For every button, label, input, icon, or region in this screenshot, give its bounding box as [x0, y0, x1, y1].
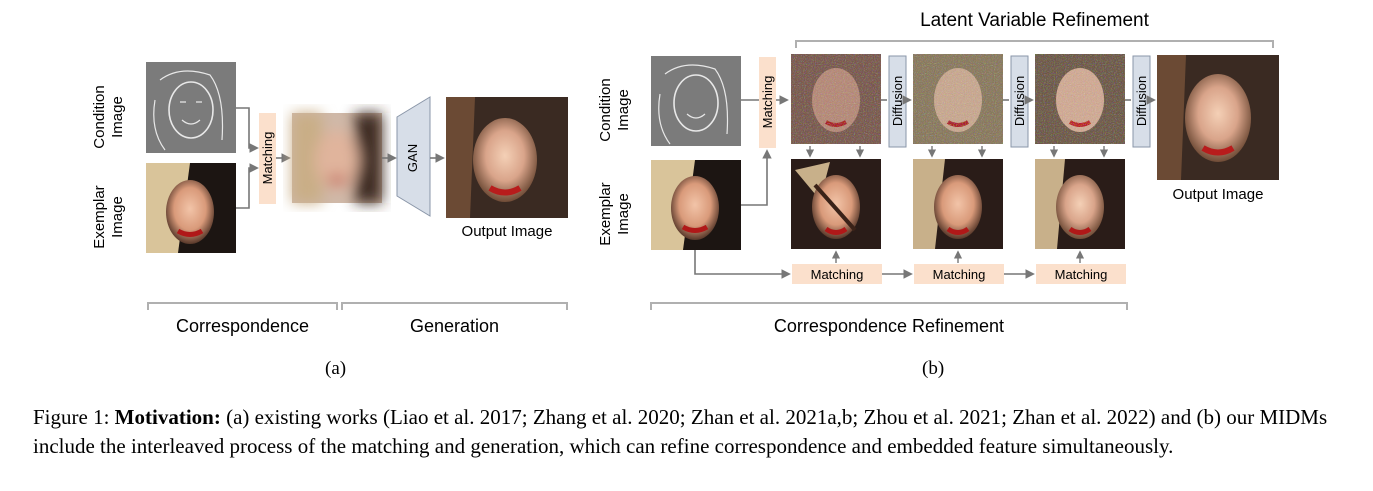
figure-caption: Figure 1: Motivation: (a) existing works…	[33, 403, 1348, 461]
diffusion-label-2: Diffusion	[1012, 76, 1027, 126]
condition-image-a	[146, 62, 236, 153]
caption-bold: Motivation:	[114, 405, 221, 429]
diffusion-label-1: Diffusion	[890, 76, 905, 126]
noisy-latent-1	[791, 54, 881, 144]
bracket-correspondence-a	[147, 302, 338, 310]
bracket-generation-a	[341, 302, 568, 310]
noisy-latent-2	[913, 54, 1003, 144]
matching-bottom-label-2: Matching	[933, 267, 986, 282]
matching-block-a	[259, 113, 276, 204]
exemplar-image-a	[146, 163, 236, 253]
gan-block	[396, 96, 431, 217]
diffusion-label-3: Diffusion	[1134, 76, 1149, 126]
matching-block-bottom-2	[914, 264, 1004, 284]
exemplar-image-b	[651, 160, 741, 250]
bracket-correspondence-refinement	[650, 302, 1128, 310]
output-image-a	[446, 97, 568, 218]
matching-bottom-label-3: Matching	[1055, 267, 1108, 282]
correspondence-refinement-label: Correspondence Refinement	[773, 316, 1005, 336]
generation-label: Generation	[409, 316, 500, 336]
matching-label-a: Matching	[260, 132, 275, 185]
matching-label-b: Matching	[760, 76, 775, 129]
output-image-b	[1157, 55, 1279, 180]
subfigure-label-a: (a)	[325, 358, 347, 379]
blurred-image	[292, 113, 382, 203]
condition-image-b	[651, 56, 741, 146]
condition-image-label-a: Condition Image	[91, 85, 126, 149]
condition-image-label-b: Condition Image	[597, 78, 632, 142]
caption-prefix: Figure 1:	[33, 405, 115, 429]
matching-bottom-label-1: Matching	[811, 267, 864, 282]
caption-text: (a) existing works (Liao et al. 2017; Zh…	[33, 405, 1328, 458]
exemplar-image-label-b: Exemplar Image	[597, 182, 632, 246]
warped-image-3	[1035, 159, 1125, 249]
latent-refinement-title: Latent Variable Refinement	[920, 10, 1149, 31]
output-image-label-a: Output Image	[461, 223, 553, 240]
exemplar-image-label-a: Exemplar Image	[91, 185, 126, 249]
warped-image-2	[913, 159, 1003, 249]
matching-block-bottom-3	[1036, 264, 1126, 284]
matching-block-bottom-1	[792, 264, 882, 284]
output-image-label-b: Output Image	[1172, 186, 1264, 203]
warped-image-1	[791, 159, 881, 249]
noisy-latent-3	[1035, 54, 1125, 144]
gan-label: GAN	[405, 144, 420, 172]
correspondence-label: Correspondence	[175, 316, 310, 336]
figure-diagram: Matching GAN	[146, 40, 1279, 310]
matching-block-b	[759, 57, 776, 148]
bracket-latent-refinement	[795, 40, 1274, 48]
subfigure-label-b: (b)	[922, 358, 945, 379]
